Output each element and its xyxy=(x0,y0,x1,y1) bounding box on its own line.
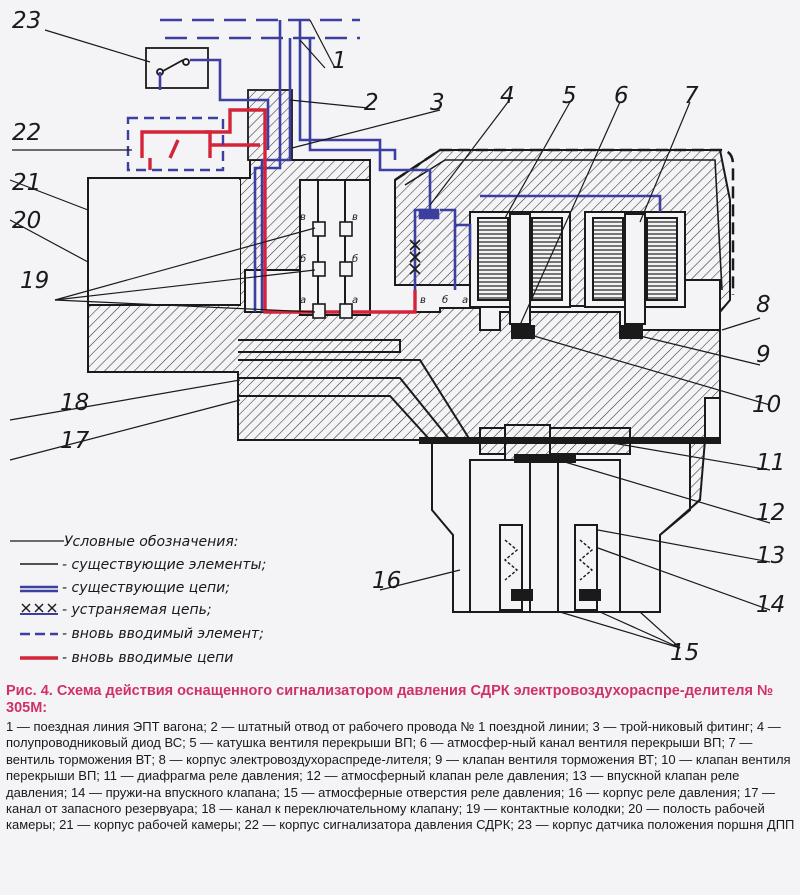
contact-letter-a: а xyxy=(300,295,306,306)
caption-body: 1 — поездная линия ЭПТ вагона; 2 — штатн… xyxy=(6,719,795,833)
contact-letter-a-3: а xyxy=(462,295,468,306)
leader-lines xyxy=(9,19,771,649)
callout-8: 8 xyxy=(756,292,771,318)
contact-letter-v-3: в xyxy=(420,295,426,306)
callout-2: 2 xyxy=(364,90,379,116)
callout-4: 4 xyxy=(500,83,515,109)
legend-item-existing-circuits: - существующие цепи; xyxy=(62,580,230,596)
callout-13: 13 xyxy=(756,543,785,569)
callout-19: 19 xyxy=(20,268,49,294)
callout-3: 3 xyxy=(430,90,445,116)
legend-item-existing-elements: - существующие элементы; xyxy=(62,557,266,573)
contact-letter-v-2: в xyxy=(352,212,358,223)
callout-15: 15 xyxy=(670,640,699,666)
coil-5 xyxy=(469,211,571,325)
callout-14: 14 xyxy=(756,592,785,618)
legend-item-new-element: - вновь вводимый элемент; xyxy=(62,626,264,642)
contact-letter-b-2: б xyxy=(352,253,358,265)
figure-caption: Рис. 4. Схема действия оснащенного сигна… xyxy=(6,683,796,834)
callout-1: 1 xyxy=(332,48,347,74)
contact-letters: в в б б а а в б а xyxy=(300,212,468,306)
callout-numbers: 1 2 3 4 5 6 7 8 9 10 11 12 13 14 15 16 1… xyxy=(12,8,785,666)
relay-assembly xyxy=(419,325,721,613)
callout-20: 20 xyxy=(12,208,41,234)
contact-blocks-19 xyxy=(312,221,353,319)
callout-17: 17 xyxy=(60,428,90,454)
callout-5: 5 xyxy=(562,83,577,109)
new-circuits xyxy=(140,108,417,314)
contact-letter-b-3: б xyxy=(442,294,448,306)
contact-letter-v: в xyxy=(300,212,306,223)
callout-12: 12 xyxy=(756,500,785,526)
legend-item-removed-circuit: - устраняемая цепь; xyxy=(62,602,212,618)
cover-dashed xyxy=(394,148,735,295)
callout-16: 16 xyxy=(372,568,401,594)
legend-heading: Условные обозначения: xyxy=(64,534,238,550)
existing-circuits xyxy=(158,18,662,312)
removed-circuit xyxy=(409,239,421,275)
callout-11: 11 xyxy=(756,450,785,476)
legend-removed-symbol xyxy=(20,603,58,615)
callout-23: 23 xyxy=(12,8,41,34)
contact-letter-a-2: а xyxy=(352,295,358,306)
legend: Условные обозначения: - существующие эле… xyxy=(10,534,266,666)
diagram: в в б б а а в б а xyxy=(9,8,785,666)
callout-18: 18 xyxy=(60,390,89,416)
callout-7: 7 xyxy=(684,83,699,109)
callout-21: 21 xyxy=(12,170,41,196)
legend-item-new-circuits: - вновь вводимые цепи xyxy=(62,650,233,666)
callout-10: 10 xyxy=(752,392,781,418)
valve-7 xyxy=(584,211,686,325)
plug-23 xyxy=(145,47,209,89)
callout-9: 9 xyxy=(756,342,771,368)
callout-22: 22 xyxy=(12,120,41,146)
sensor-22 xyxy=(126,116,225,172)
caption-title: Рис. 4. Схема действия оснащенного сигна… xyxy=(6,683,774,716)
callout-6: 6 xyxy=(614,83,629,109)
contact-letter-b: б xyxy=(300,253,306,265)
